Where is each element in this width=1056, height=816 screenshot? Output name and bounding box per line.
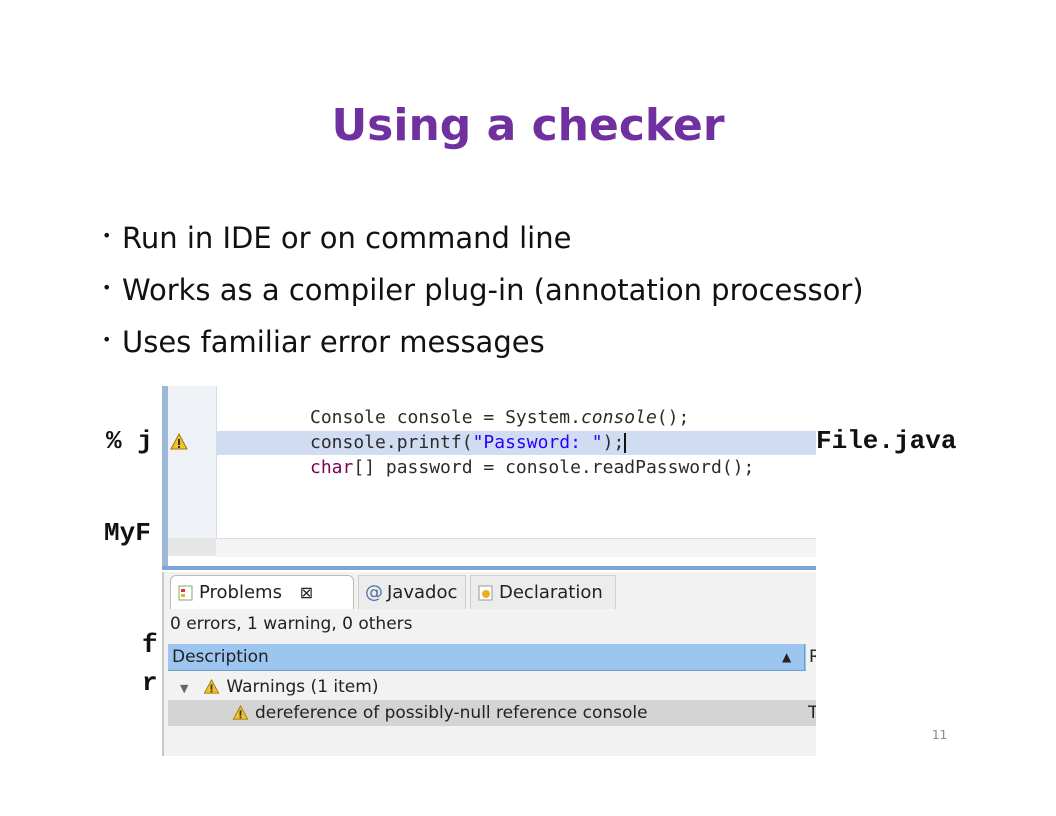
text-caret	[624, 433, 627, 453]
bullet-list: •Run in IDE or on command line •Works as…	[102, 218, 864, 374]
bullet-item: •Run in IDE or on command line	[102, 221, 572, 255]
warning-icon[interactable]	[170, 433, 188, 451]
problems-summary: 0 errors, 1 warning, 0 others	[170, 614, 413, 634]
editor-horizontal-scrollbar[interactable]	[216, 538, 816, 557]
ide-screenshot: Console console = System.console(); cons…	[162, 386, 816, 756]
bullet-item: •Uses familiar error messages	[102, 325, 545, 359]
bullet-item: •Works as a compiler plug-in (annotation…	[102, 273, 864, 307]
tab-javadoc[interactable]: @Javadoc	[358, 575, 466, 609]
slide-title: Using a checker	[331, 100, 725, 151]
problems-icon	[178, 585, 193, 601]
column-header-description[interactable]: Description ▲ R	[168, 644, 816, 671]
code-editor[interactable]: Console console = System.console(); cons…	[162, 386, 816, 570]
warning-icon	[204, 679, 220, 694]
code-line[interactable]: console.printf("Password: ");	[310, 432, 627, 453]
declaration-icon	[478, 585, 493, 601]
editor-corner	[168, 538, 216, 556]
expand-triangle-icon[interactable]: ▼	[180, 682, 189, 695]
at-icon: @	[365, 582, 383, 603]
close-icon[interactable]: ⊠	[299, 583, 314, 602]
code-line[interactable]: char[] password = console.readPassword()…	[310, 457, 755, 478]
editor-ruler	[168, 386, 217, 538]
code-fragment-f: f	[142, 630, 158, 660]
column-header-resource[interactable]: R	[804, 644, 816, 670]
editor-left-bar	[162, 386, 168, 566]
slide-number: 11	[932, 728, 948, 742]
panel-tabs: Problems ⊠ @Javadoc Declaration	[170, 572, 816, 610]
current-line-highlight	[216, 431, 816, 455]
command-suffix: File.java	[816, 426, 957, 456]
problems-panel: Problems ⊠ @Javadoc Declaration 0 errors…	[162, 572, 816, 756]
sort-arrow-icon: ▲	[782, 650, 792, 664]
tab-problems[interactable]: Problems ⊠	[170, 575, 354, 609]
tab-declaration[interactable]: Declaration	[470, 575, 616, 609]
warning-row[interactable]: dereference of possibly-null reference c…	[168, 700, 816, 726]
warning-icon	[232, 705, 249, 720]
command-prefix: % j	[106, 426, 153, 456]
output-prefix: MyF	[104, 518, 151, 548]
code-line[interactable]: Console console = System.console();	[310, 407, 690, 428]
code-fragment-r: r	[142, 668, 158, 698]
warnings-group-row[interactable]: ▼ Warnings (1 item)	[180, 674, 378, 702]
